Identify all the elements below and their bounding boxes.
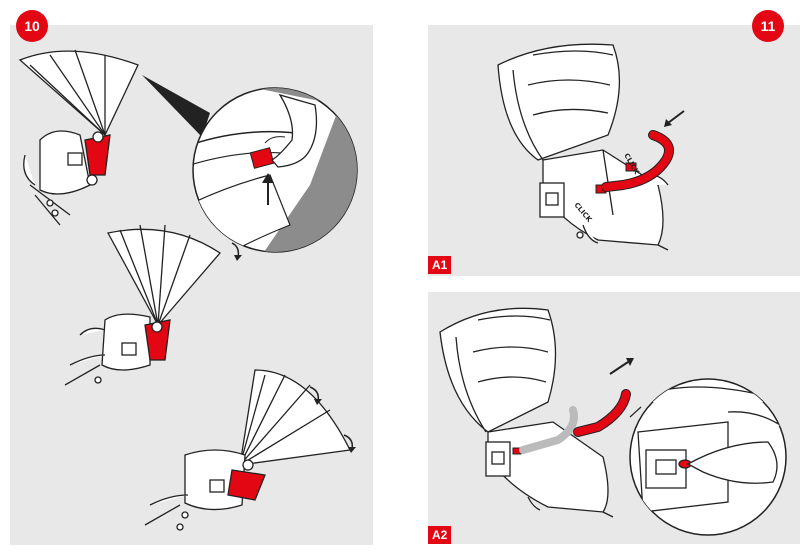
step-10-badge: 10 bbox=[16, 10, 48, 42]
zoom-detail-circle bbox=[192, 87, 358, 253]
step-10-panel bbox=[10, 25, 373, 545]
seat-folding-stage-3 bbox=[144, 369, 351, 531]
step-11-a2-panel bbox=[428, 292, 800, 544]
arrow-icon bbox=[609, 361, 629, 375]
step-11-a1-panel: CLICK CLICK bbox=[428, 25, 800, 276]
arrow-icon bbox=[231, 242, 240, 258]
step-10-illustration bbox=[18, 49, 358, 531]
step-11-badge: 11 bbox=[752, 10, 784, 42]
arrow-icon bbox=[667, 110, 685, 124]
seat-folding-stage-1 bbox=[18, 49, 139, 226]
step-11-a1-illustration: CLICK CLICK bbox=[497, 43, 685, 251]
red-bumper-bar bbox=[602, 131, 673, 191]
zoom-detail-circle bbox=[629, 378, 787, 536]
red-bumper-bar bbox=[574, 390, 630, 436]
step-11-a2-illustration bbox=[439, 307, 787, 536]
hand-icon bbox=[271, 93, 318, 168]
panel-a1-label: A1 bbox=[428, 256, 452, 274]
panel-a2-label: A2 bbox=[428, 526, 452, 544]
stroller-seat-a2 bbox=[439, 307, 614, 518]
seat-folding-stage-2 bbox=[64, 224, 221, 386]
stroller-seat-a1 bbox=[497, 43, 669, 251]
callout-pointer bbox=[142, 75, 210, 137]
hand-icon bbox=[686, 441, 778, 484]
